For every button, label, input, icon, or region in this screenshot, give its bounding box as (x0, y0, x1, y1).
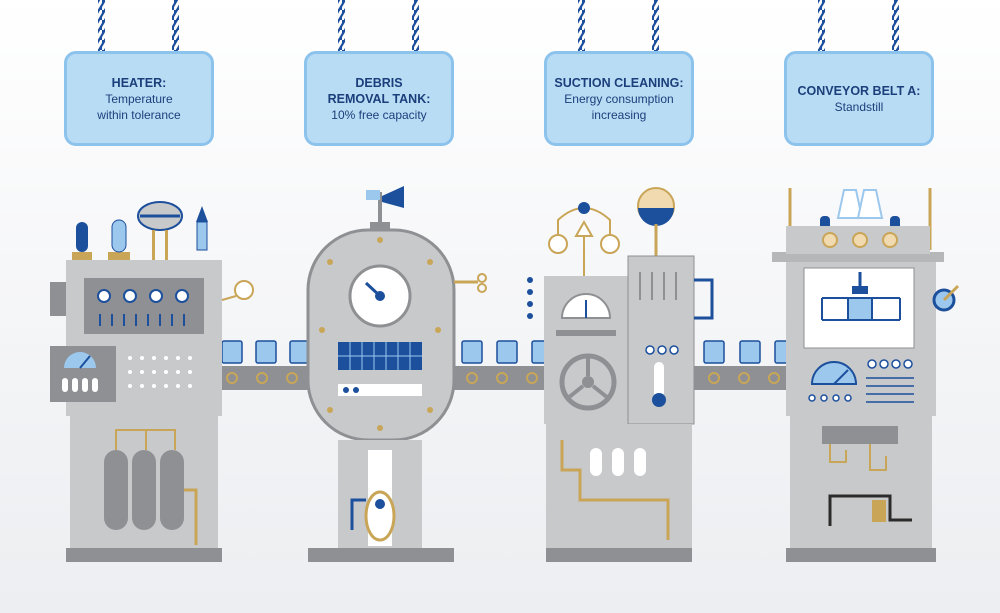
sign-title: SUCTION CLEANING: (554, 75, 684, 90)
sign-debris-removal-tank: DEBRIS REMOVAL TANK: 10% free capacity (304, 51, 454, 146)
sign-suction-cleaning: SUCTION CLEANING: Energy consumption inc… (544, 51, 694, 146)
sign-text: 10% free capacity (331, 107, 427, 122)
sign-text: Standstill (834, 99, 884, 114)
conveyor-belt (200, 340, 810, 390)
sign-conveyor-belt-a: CONVEYOR BELT A: Standstill (784, 51, 934, 146)
sign-text: Energy consumption (564, 91, 674, 106)
sign-title: HEATER: (111, 75, 167, 90)
thermometer-icon (652, 362, 666, 407)
sign-title: CONVEYOR BELT A: (797, 83, 921, 98)
sign-text: Temperature (105, 91, 173, 106)
sign-text: within tolerance (97, 107, 181, 122)
sign-ropes (98, 0, 899, 52)
clock-icon (348, 264, 412, 328)
sign-text: increasing (591, 107, 647, 122)
heater-machine (50, 201, 254, 562)
steering-wheel-icon (559, 353, 617, 411)
gauge-icon (97, 289, 189, 303)
debris-tank-machine (306, 186, 487, 562)
suction-cleaning-machine (527, 187, 714, 562)
sign-heater: HEATER: Temperature within tolerance (64, 51, 214, 146)
sign-title: DEBRIS REMOVAL TANK: (327, 75, 431, 106)
megaphone-icon (366, 186, 404, 222)
conveyor-control-machine (772, 188, 960, 562)
gear-icon (226, 372, 780, 384)
